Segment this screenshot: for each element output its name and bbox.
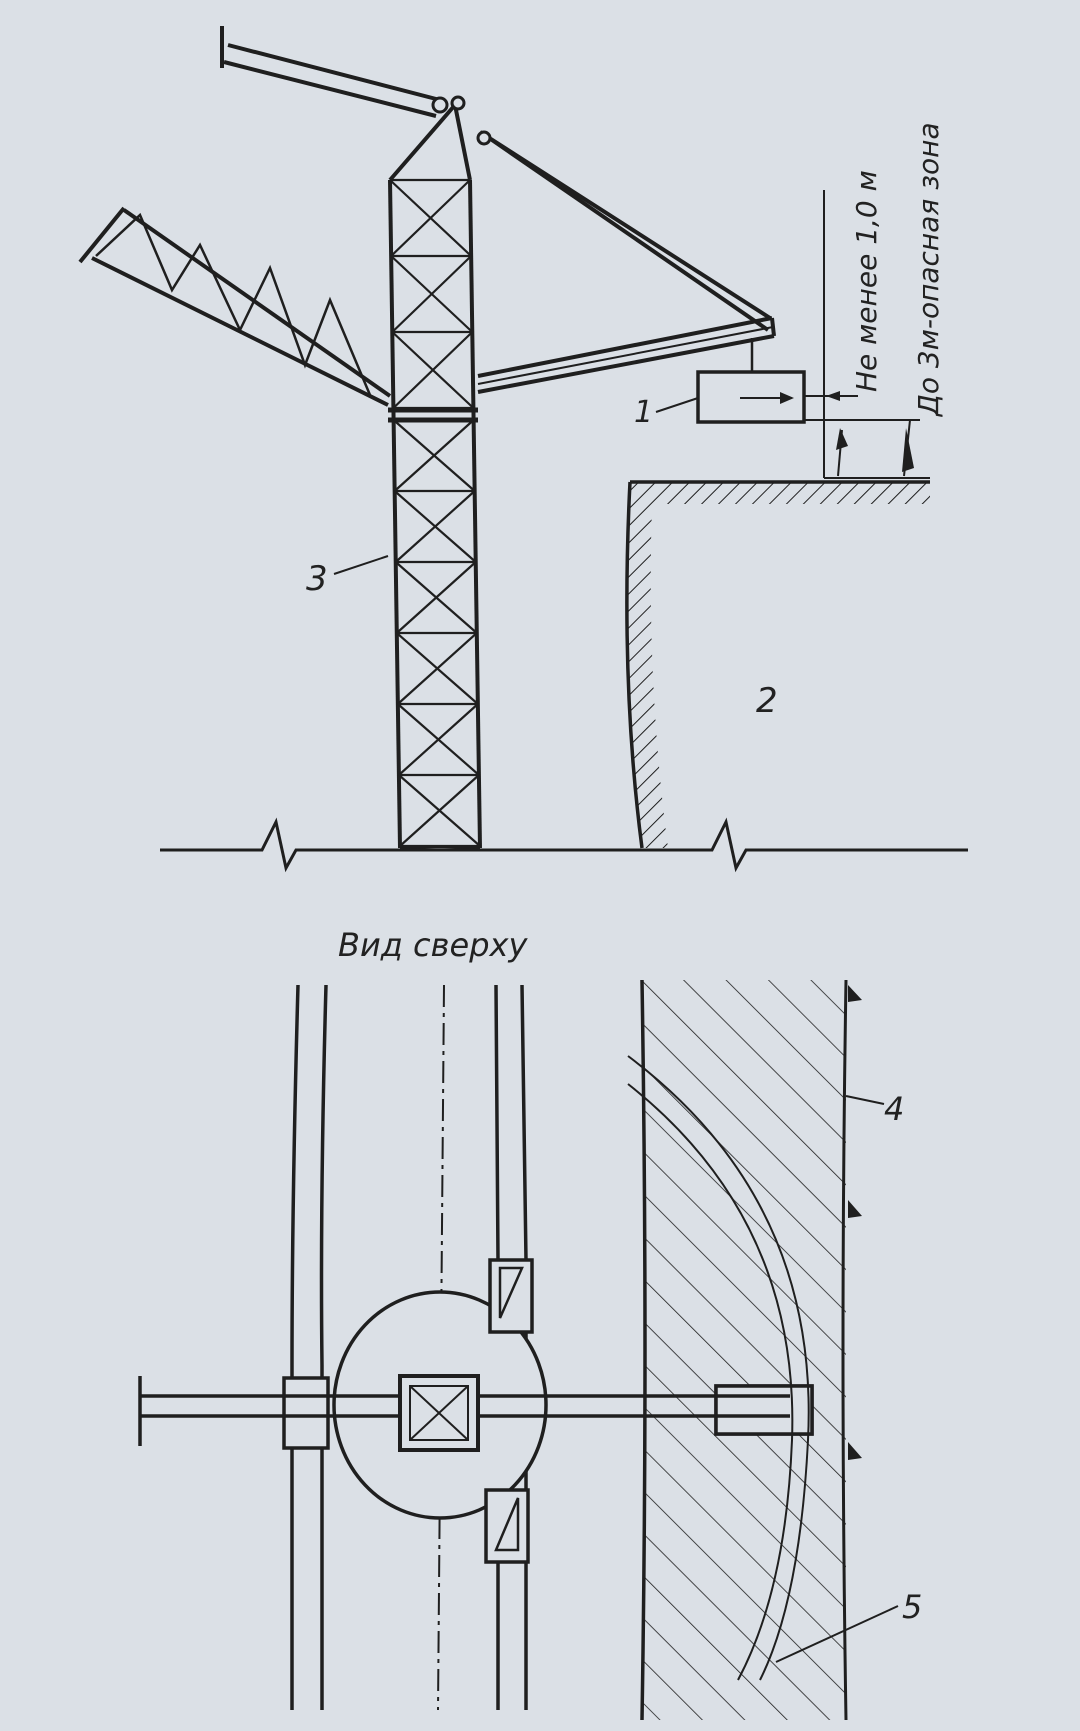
danger-zone-label: До 3м-опасная зона — [912, 122, 945, 418]
top-view-title: Вид сверху — [338, 926, 528, 964]
label-item-2: 2 — [756, 681, 778, 721]
excavation-plan — [640, 979, 862, 1721]
min-distance-label: Не менее 1,0 м — [850, 170, 883, 392]
counter-jib — [78, 206, 392, 407]
label-item-4: 4 — [884, 1090, 904, 1128]
mast-square — [398, 1374, 480, 1452]
excavation-pit — [625, 480, 930, 849]
crane-mast-head — [220, 26, 772, 332]
label-item-3: 3 — [306, 559, 328, 599]
crane-tower — [388, 100, 482, 850]
dimension-lines — [804, 190, 930, 479]
label-item-5: 5 — [902, 1588, 922, 1626]
rail-bogies — [484, 1258, 534, 1564]
swing-radius-arcs — [627, 1055, 810, 1681]
label-item-1: 1 — [634, 395, 653, 430]
ground-line — [160, 817, 968, 873]
working-boom — [477, 316, 776, 394]
